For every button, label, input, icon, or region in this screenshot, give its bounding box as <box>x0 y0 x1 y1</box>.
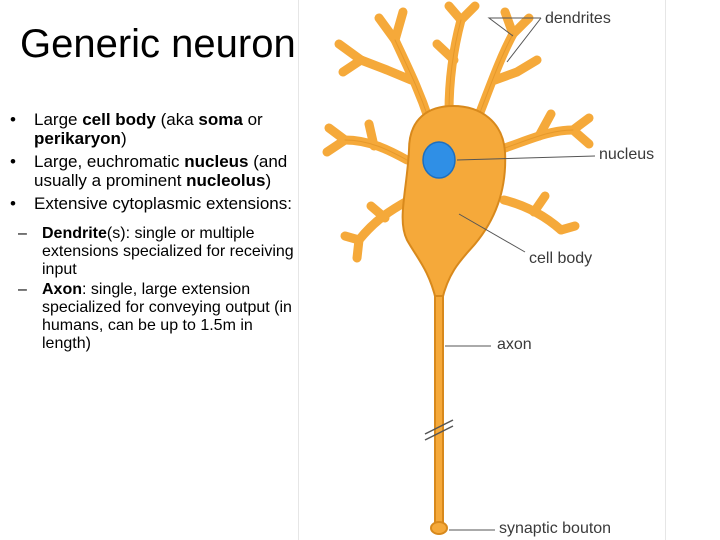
bullet-glyph: • <box>10 194 16 213</box>
bullet-item: • Large, euchromatic nucleus (and usuall… <box>10 152 300 190</box>
cell-body-shape <box>401 105 507 301</box>
axon-break-marks <box>424 419 454 441</box>
slide-title: Generic neuron <box>20 22 296 66</box>
label-nucleus: nucleus <box>599 146 655 163</box>
neuron-illustration <box>322 1 596 535</box>
dash-glyph: – <box>18 281 27 298</box>
bullet-glyph: • <box>10 152 16 171</box>
leader-lines <box>445 17 596 531</box>
dash-glyph: – <box>18 225 27 242</box>
bullet-glyph: • <box>10 110 16 129</box>
label-synaptic-bouton: synaptic bouton <box>499 520 612 537</box>
label-axon: axon <box>497 336 532 353</box>
sub-bullet-item: – Axon: single, large extension speciali… <box>10 281 300 353</box>
bullet-item: • Large cell body (aka soma or perikaryo… <box>10 110 300 148</box>
label-cell-body: cell body <box>529 250 593 267</box>
label-dendrites: dendrites <box>545 10 611 27</box>
sub-bullet-text: Dendrite(s): single or multiple extensio… <box>42 225 294 278</box>
axon-shape <box>434 295 444 527</box>
bullet-text: Extensive cytoplasmic extensions: <box>34 194 292 213</box>
synaptic-bouton-shape <box>430 521 448 535</box>
sub-bullet-list: – Dendrite(s): single or multiple extens… <box>10 225 300 353</box>
bullet-text: Large, euchromatic nucleus (and usually … <box>34 152 288 190</box>
bullet-text: Large cell body (aka soma or perikaryon) <box>34 110 263 148</box>
nucleus-shape <box>422 141 456 179</box>
neuron-figure: dendrites nucleus cell body axon synapti… <box>298 0 666 540</box>
sub-bullet-text: Axon: single, large extension specialize… <box>42 281 292 352</box>
dendrites-branch-outline <box>344 19 574 161</box>
bullet-item: • Extensive cytoplasmic extensions: <box>10 194 300 213</box>
bullet-list: • Large cell body (aka soma or perikaryo… <box>10 110 300 355</box>
sub-bullet-item: – Dendrite(s): single or multiple extens… <box>10 225 300 279</box>
